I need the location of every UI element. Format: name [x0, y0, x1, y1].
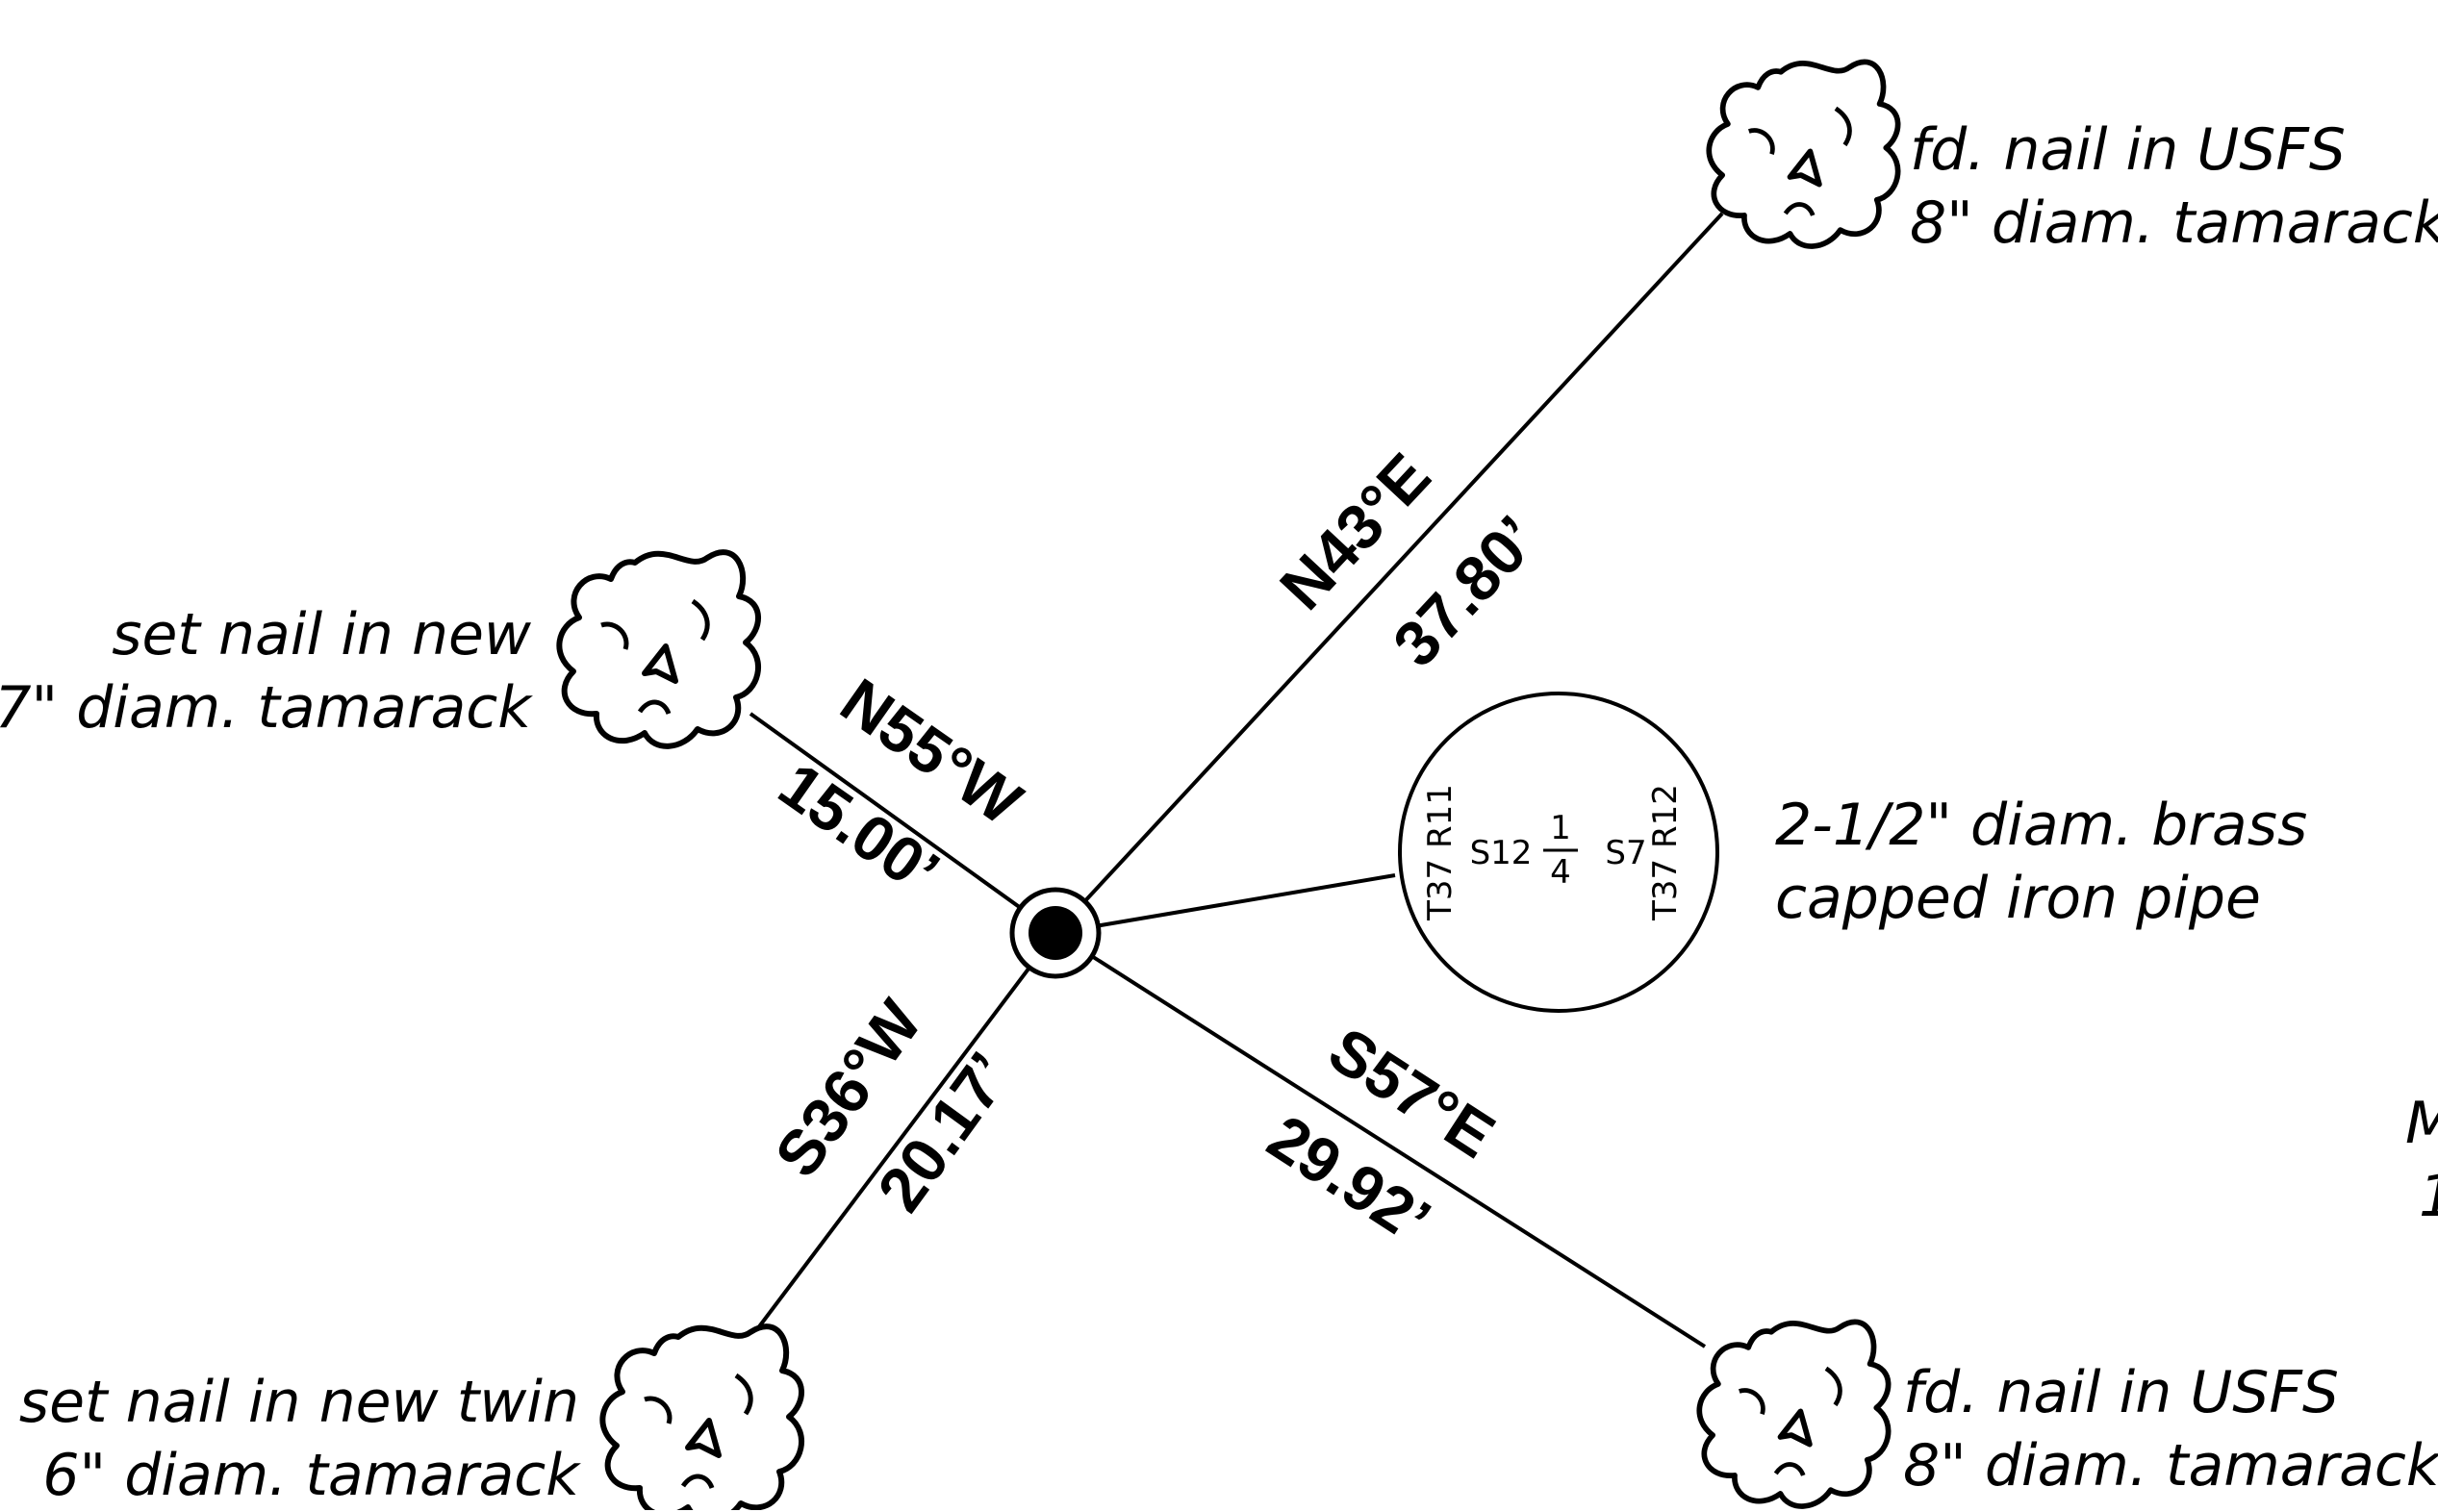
- cap-section-right: S7: [1605, 834, 1646, 872]
- cap-township-left: T37 R11: [1421, 784, 1460, 921]
- tree-note-northwest-line2: 7" diam. tamarack: [0, 674, 531, 742]
- line-northwest: [749, 712, 1057, 935]
- tree-icon-northwest: [559, 552, 758, 746]
- tree-note-southeast: fd. nail in USFS 8" diam. tamarack: [1903, 1356, 2438, 1502]
- tree-note-southwest: set nail in new twin 6" diam. tamarack: [19, 1366, 579, 1512]
- tree-note-northwest-line1: set nail in new: [112, 601, 531, 668]
- tree-note-northwest: set nail in new 7" diam. tamarack: [0, 598, 531, 744]
- bearing-lines: [744, 212, 1724, 1348]
- line-northeast: [1054, 212, 1724, 935]
- tree-note-southeast-line1: fd. nail in USFS: [1903, 1359, 2339, 1426]
- tree-note-southwest-line2: 6" diam. tamarack: [42, 1442, 579, 1509]
- tree-icon-southwest: [602, 1326, 801, 1510]
- brass-cap-disk: T37 R11 T37 R12 S12 S7 1 4: [1398, 692, 1719, 1013]
- cap-section-left: S12: [1470, 834, 1533, 872]
- tree-note-southeast-line2: 8" diam. tamarack: [1903, 1432, 2438, 1499]
- partial-edge-text-i: 1: [2405, 1160, 2438, 1233]
- tree-note-southwest-line1: set nail in new twin: [18, 1369, 579, 1436]
- line-monument-leader: [1054, 873, 1396, 935]
- tree-icon-southeast: [1699, 1322, 1888, 1506]
- monument-note: 2-1/2" diam. brass capped iron pipe: [1775, 789, 2307, 935]
- line-southwest: [744, 931, 1057, 1347]
- cap-fraction-denominator: 4: [1550, 853, 1571, 892]
- tree-note-northeast-line1: fd. nail in USFS: [1910, 116, 2346, 184]
- partial-edge-text: M 1: [2405, 1087, 2438, 1233]
- corner-monument-icon: [1009, 887, 1102, 979]
- partial-edge-text-m: M: [2405, 1087, 2438, 1160]
- tree-note-northeast: fd. nail in USFS 8" diam. tamarack: [1910, 113, 2438, 260]
- cap-township-right: T37 R12: [1646, 784, 1685, 921]
- cap-fraction-numerator: 1: [1550, 809, 1571, 847]
- monument-note-line2: capped iron pipe: [1775, 865, 2261, 932]
- monument-note-line1: 2-1/2" diam. brass: [1775, 792, 2308, 859]
- tree-icon-northeast: [1709, 62, 1897, 246]
- tree-note-northeast-line2: 8" diam. tamarack: [1910, 189, 2438, 257]
- line-southeast: [1054, 931, 1707, 1348]
